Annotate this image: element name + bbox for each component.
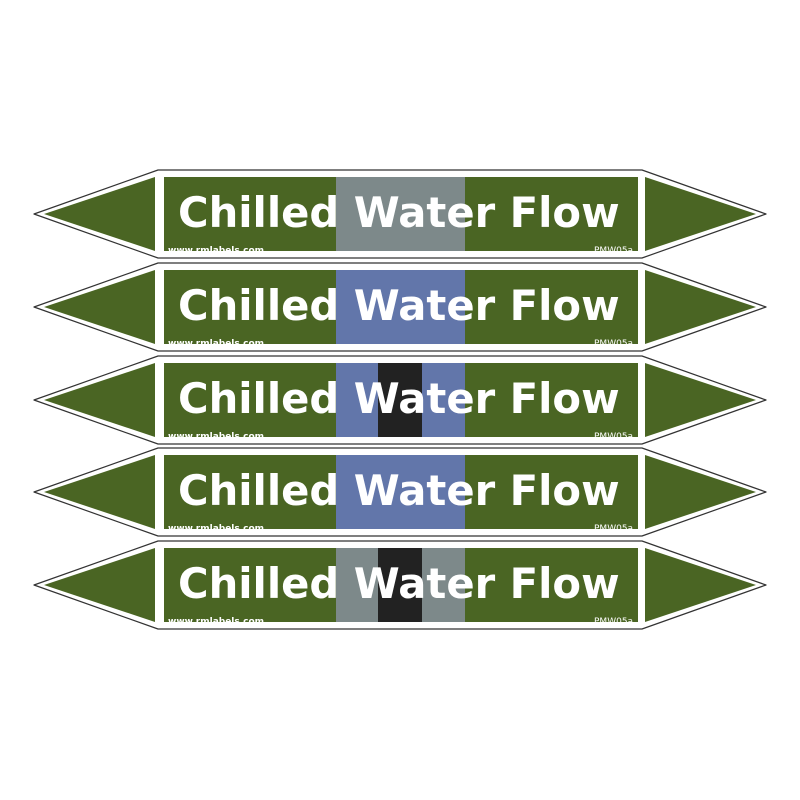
website-text: www.rmlabels.com <box>168 246 265 256</box>
marker-text: Chilled Water Flow <box>178 466 620 515</box>
left-arrow-point <box>44 270 155 344</box>
left-arrow-point <box>44 363 155 437</box>
left-arrow-point <box>44 177 155 251</box>
product-code: PMW05a <box>594 524 634 534</box>
color-band <box>336 177 465 251</box>
color-band <box>336 548 378 622</box>
product-code: PMW05a <box>594 432 634 442</box>
left-arrow-point <box>44 548 155 622</box>
color-band <box>336 363 378 437</box>
color-band <box>378 548 422 622</box>
marker-text: Chilled Water Flow <box>178 281 620 330</box>
pipe-marker: Chilled Water Flow www.rmlabels.com PMW05a <box>0 446 800 538</box>
pipe-marker: Chilled Water Flow www.rmlabels.com PMW05a <box>0 261 800 353</box>
color-band <box>336 270 465 344</box>
right-arrow-point <box>645 270 756 344</box>
pipe-marker-graphic <box>33 540 767 630</box>
right-arrow-point <box>645 548 756 622</box>
color-band <box>422 548 465 622</box>
marker-text: Chilled Water Flow <box>178 188 620 237</box>
marker-text: Chilled Water Flow <box>178 559 620 608</box>
pipe-marker-graphic <box>33 447 767 537</box>
pipe-marker-graphic <box>33 355 767 445</box>
website-text: www.rmlabels.com <box>168 524 265 534</box>
marker-text: Chilled Water Flow <box>178 374 620 423</box>
product-code: PMW05a <box>594 339 634 349</box>
pipe-marker: Chilled Water Flow www.rmlabels.com PMW05a <box>0 168 800 260</box>
pipe-marker-graphic <box>33 262 767 352</box>
pipe-marker-graphic <box>33 169 767 259</box>
right-arrow-point <box>645 455 756 529</box>
color-band <box>422 363 465 437</box>
color-band <box>336 455 465 529</box>
pipe-marker: Chilled Water Flow www.rmlabels.com PMW05a <box>0 354 800 446</box>
product-code: PMW05a <box>594 246 634 256</box>
right-arrow-point <box>645 363 756 437</box>
right-arrow-point <box>645 177 756 251</box>
website-text: www.rmlabels.com <box>168 617 265 627</box>
product-code: PMW05a <box>594 617 634 627</box>
website-text: www.rmlabels.com <box>168 339 265 349</box>
website-text: www.rmlabels.com <box>168 432 265 442</box>
pipe-marker: Chilled Water Flow www.rmlabels.com PMW05a <box>0 539 800 631</box>
color-band <box>378 363 422 437</box>
left-arrow-point <box>44 455 155 529</box>
